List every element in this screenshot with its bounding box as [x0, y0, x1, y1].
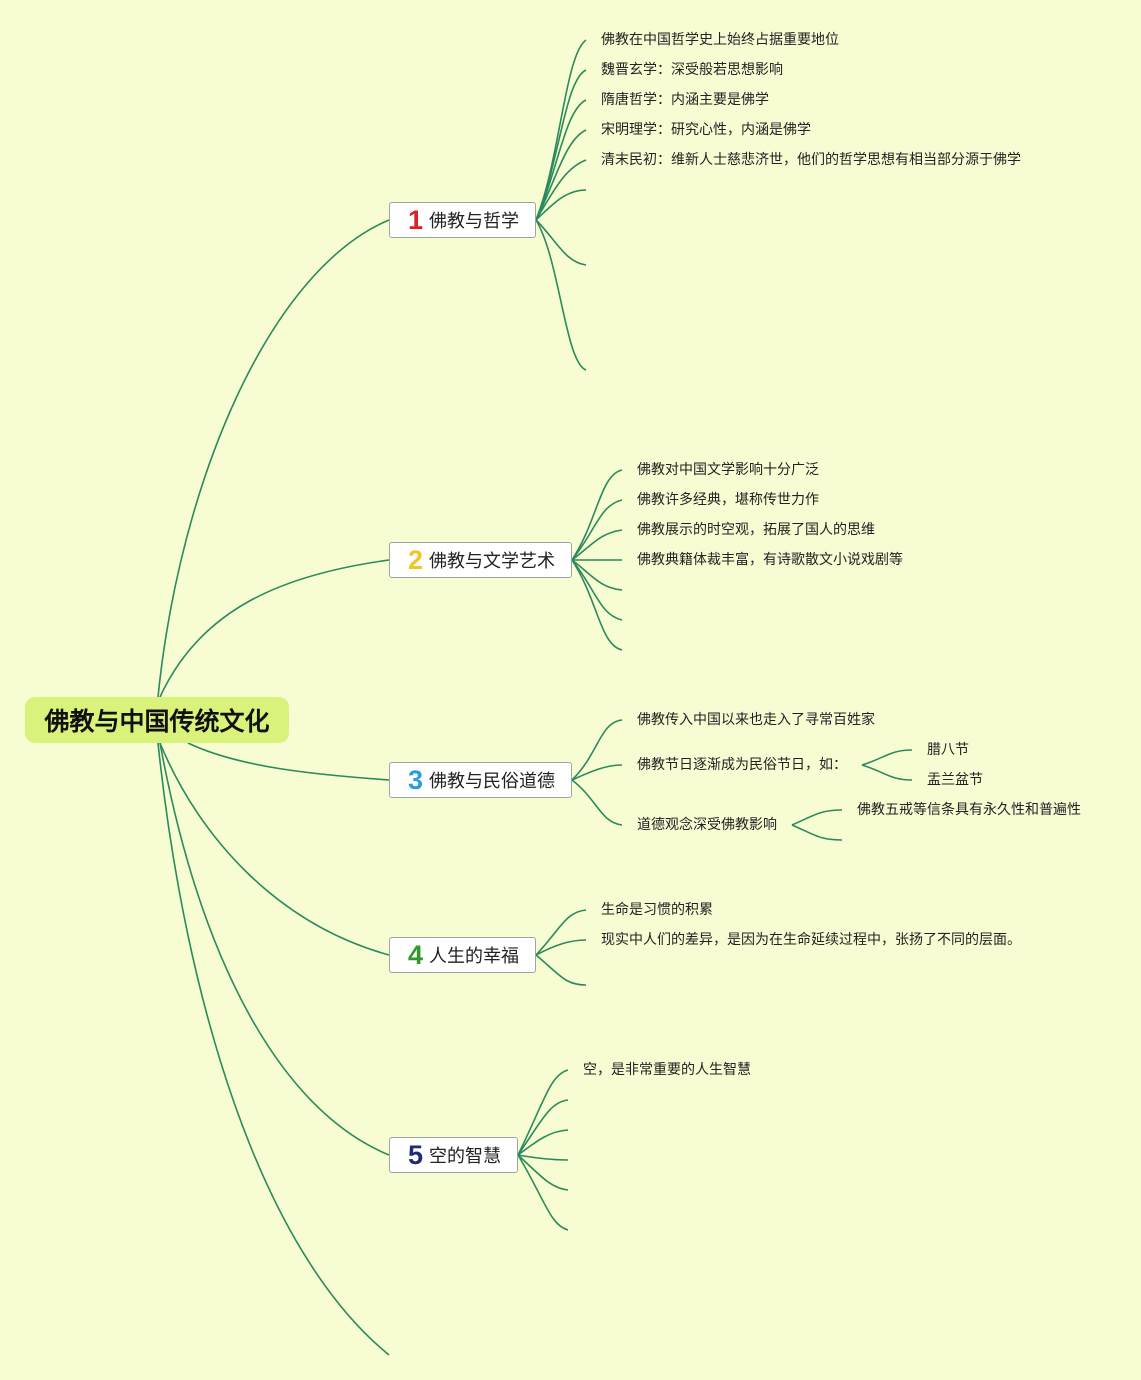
number-1-icon: 1 — [408, 204, 424, 235]
leaf-item[interactable]: 空，是非常重要的人生智慧 — [583, 1062, 751, 1078]
leaf-item[interactable]: 佛教展示的时空观，拓展了国人的思维 — [637, 522, 875, 538]
leaf-item[interactable]: 隋唐哲学：内涵主要是佛学 — [601, 92, 769, 108]
topic-happiness[interactable]: 4 人生的幸福 — [389, 937, 536, 973]
topic-literature-art[interactable]: 2 佛教与文学艺术 — [389, 542, 572, 578]
topic-folk-morality[interactable]: 3 佛教与民俗道德 — [389, 762, 572, 798]
leaf-item[interactable]: 佛教典籍体裁丰富，有诗歌散文小说戏剧等 — [637, 552, 903, 568]
leaf-item[interactable]: 现实中人们的差异，是因为在生命延续过程中，张扬了不同的层面。 — [601, 932, 1021, 948]
sub-leaf-item[interactable]: 盂兰盆节 — [927, 772, 983, 788]
topic-philosophy[interactable]: 1 佛教与哲学 — [389, 202, 536, 238]
leaf-item[interactable]: 佛教对中国文学影响十分广泛 — [637, 462, 819, 478]
topic-label: 空的智慧 — [429, 1146, 502, 1167]
topic-label: 佛教与民俗道德 — [429, 771, 556, 792]
sub-leaf-item[interactable]: 佛教五戒等信条具有永久性和普遍性 — [857, 802, 1081, 818]
number-4-icon: 4 — [408, 939, 424, 970]
leaf-item[interactable]: 道德观念深受佛教影响 — [637, 817, 777, 833]
leaf-item[interactable]: 佛教节日逐渐成为民俗节日，如： — [637, 757, 847, 773]
leaf-item[interactable]: 魏晋玄学：深受般若思想影响 — [601, 62, 783, 78]
sub-leaf-item[interactable]: 腊八节 — [927, 742, 969, 758]
leaf-item[interactable]: 佛教传入中国以来也走入了寻常百姓家 — [637, 712, 875, 728]
topic-emptiness-wisdom[interactable]: 5 空的智慧 — [389, 1137, 518, 1173]
leaf-item[interactable]: 佛教许多经典，堪称传世力作 — [637, 492, 819, 508]
number-2-icon: 2 — [408, 544, 424, 575]
leaf-item[interactable]: 宋明理学：研究心性，内涵是佛学 — [601, 122, 811, 138]
leaf-item[interactable]: 生命是习惯的积累 — [601, 902, 713, 918]
topic-label: 人生的幸福 — [429, 946, 520, 967]
leaf-item[interactable]: 佛教在中国哲学史上始终占据重要地位 — [601, 32, 839, 48]
root-topic[interactable]: 佛教与中国传统文化 — [25, 697, 289, 743]
topic-label: 佛教与哲学 — [429, 211, 520, 232]
leaf-item[interactable]: 清末民初：维新人士慈悲济世，他们的哲学思想有相当部分源于佛学 — [601, 152, 1021, 168]
topic-label: 佛教与文学艺术 — [429, 551, 556, 572]
number-3-icon: 3 — [408, 764, 424, 795]
number-5-icon: 5 — [408, 1139, 424, 1170]
